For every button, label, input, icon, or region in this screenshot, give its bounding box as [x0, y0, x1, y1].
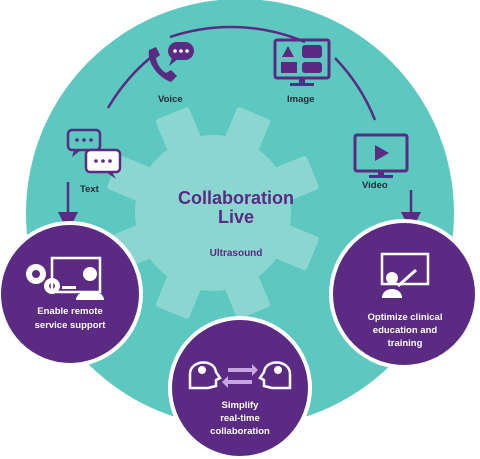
chat-bubbles-icon — [66, 128, 122, 179]
arc-image-video — [334, 57, 377, 121]
arc-voice-image — [169, 25, 306, 44]
outcome-left-line2: service support — [35, 320, 107, 331]
teacher-board-icon — [380, 252, 430, 298]
center-title-line1: Collaboration — [178, 188, 294, 208]
arc-voice-text — [106, 57, 151, 109]
video-play-icon — [353, 133, 409, 178]
outcome-bottom-line2: real-time — [220, 413, 260, 424]
gear-icon — [107, 107, 319, 319]
outcome-right-line1: Optimize clinical — [368, 312, 443, 323]
outcome-left-line1: Enable remote — [37, 306, 102, 317]
outcome-right-line3: training — [388, 338, 423, 349]
outcome-left: Enable remote service support — [0, 221, 143, 367]
outcome-right-line2: education and — [373, 325, 438, 336]
center-subtitle: Ultrasound — [210, 248, 263, 259]
voice-label: Voice — [158, 94, 183, 105]
remote-service-icon — [26, 256, 104, 300]
outcome-bottom-line1: Simplify — [222, 400, 260, 411]
center-title-line2: Live — [218, 207, 254, 227]
image-label: Image — [287, 94, 314, 105]
outcome-bottom: Simplify real-time collaboration — [168, 316, 312, 459]
phone-chat-icon — [148, 42, 194, 82]
exchange-heads-icon — [188, 361, 292, 390]
outcome-bottom-line3: collaboration — [210, 426, 270, 437]
video-label: Video — [362, 180, 388, 191]
outcome-right: Optimize clinical education and training — [329, 219, 479, 369]
text-label: Text — [80, 184, 100, 195]
image-monitor-icon — [273, 38, 331, 86]
